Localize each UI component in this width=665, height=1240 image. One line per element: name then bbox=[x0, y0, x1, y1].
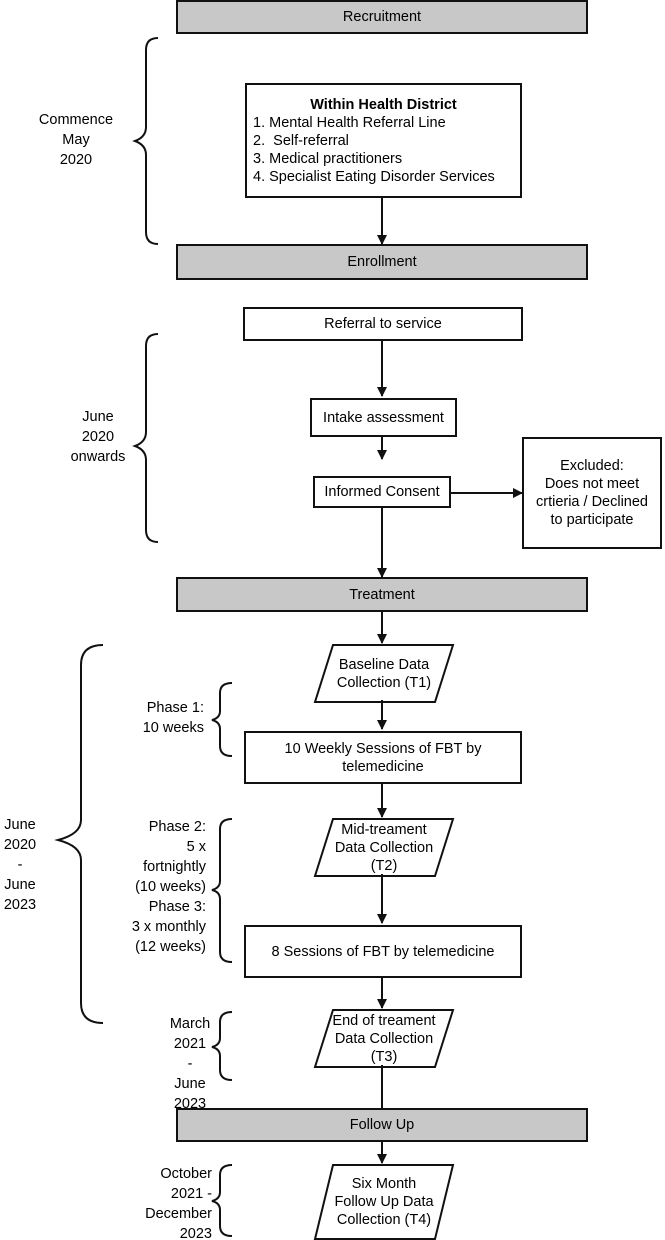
baseline-data-label: Baseline Data Collection (T1) bbox=[336, 656, 432, 691]
timeline-label-recruitment: Commence May 2020 bbox=[38, 112, 114, 168]
brace-end-treatment bbox=[211, 1011, 233, 1081]
intake-box: Intake assessment bbox=[310, 398, 457, 437]
timeline-label-follow-up: October 2021 - December 2023 bbox=[145, 1166, 212, 1240]
phase-enrollment-label: Enrollment bbox=[347, 254, 417, 270]
weekly-sessions-label: 10 Weekly Sessions of FBT by telemedicin… bbox=[284, 740, 482, 775]
fbt-sessions-box: 8 Sessions of FBT by telemedicine bbox=[244, 925, 522, 978]
consent-label: Informed Consent bbox=[324, 484, 440, 500]
brace-phase1 bbox=[211, 682, 233, 757]
mid-treatment-data-shape bbox=[313, 818, 455, 877]
timeline-label-phase1: Phase 1: 10 weeks bbox=[142, 700, 204, 736]
baseline-data-shape bbox=[313, 644, 455, 703]
recruitment-sources-title: Within Health District bbox=[310, 96, 457, 113]
end-treatment-data-shape bbox=[313, 1009, 455, 1068]
baseline-data-node: Baseline Data Collection (T1) bbox=[315, 645, 453, 702]
mid-treatment-node: Mid-treament Data Collection (T2) bbox=[315, 819, 453, 876]
phase-enrollment: Enrollment bbox=[176, 244, 588, 280]
referral-box: Referral to service bbox=[243, 307, 523, 341]
phase-follow-up-label: Follow Up bbox=[349, 1117, 415, 1133]
brace-recruitment bbox=[132, 37, 159, 245]
brace-enrollment bbox=[132, 333, 159, 543]
timeline-label-enrollment: June 2020 onwards bbox=[70, 409, 126, 465]
phase-recruitment: Recruitment bbox=[176, 0, 588, 34]
six-month-data-shape bbox=[313, 1164, 455, 1240]
end-treatment-label: End of treament Data Collection (T3) bbox=[332, 1012, 436, 1065]
six-month-node: Six Month Follow Up Data Collection (T4) bbox=[315, 1165, 453, 1239]
brace-treatment bbox=[54, 644, 104, 1024]
consent-box: Informed Consent bbox=[313, 476, 451, 508]
mid-treatment-label: Mid-treament Data Collection (T2) bbox=[334, 821, 434, 874]
phase-recruitment-label: Recruitment bbox=[342, 9, 422, 25]
phase-treatment: Treatment bbox=[176, 577, 588, 612]
fbt-sessions-label: 8 Sessions of FBT by telemedicine bbox=[271, 943, 495, 960]
six-month-label: Six Month Follow Up Data Collection (T4) bbox=[334, 1176, 434, 1228]
referral-label: Referral to service bbox=[324, 316, 442, 332]
excluded-label: Excluded: Does not meet crtieria / Decli… bbox=[535, 458, 648, 528]
timeline-label-phase23: Phase 2: 5 x fortnightly (10 weeks) Phas… bbox=[131, 819, 206, 955]
recruitment-source-item: 1. Mental Health Referral Line bbox=[253, 114, 446, 131]
intake-label: Intake assessment bbox=[323, 409, 444, 426]
recruitment-source-item: 3. Medical practitioners bbox=[253, 150, 403, 167]
brace-phase23 bbox=[211, 818, 233, 963]
phase-treatment-label: Treatment bbox=[349, 586, 415, 603]
excluded-box: Excluded: Does not meet crtieria / Decli… bbox=[522, 437, 662, 549]
recruitment-sources-box: Within Health District 1. Mental Health … bbox=[245, 83, 522, 198]
phase-follow-up: Follow Up bbox=[176, 1108, 588, 1142]
timeline-label-treatment: June 2020 - June 2023 bbox=[3, 817, 37, 913]
brace-follow-up bbox=[211, 1164, 233, 1237]
recruitment-source-item: 2. Self-referral bbox=[253, 132, 349, 149]
recruitment-source-item: 4. Specialist Eating Disorder Services bbox=[253, 168, 495, 185]
timeline-label-end-treatment: March 2021 - June 2023 bbox=[169, 1016, 211, 1112]
end-treatment-node: End of treament Data Collection (T3) bbox=[315, 1010, 453, 1067]
weekly-sessions-box: 10 Weekly Sessions of FBT by telemedicin… bbox=[244, 731, 522, 784]
